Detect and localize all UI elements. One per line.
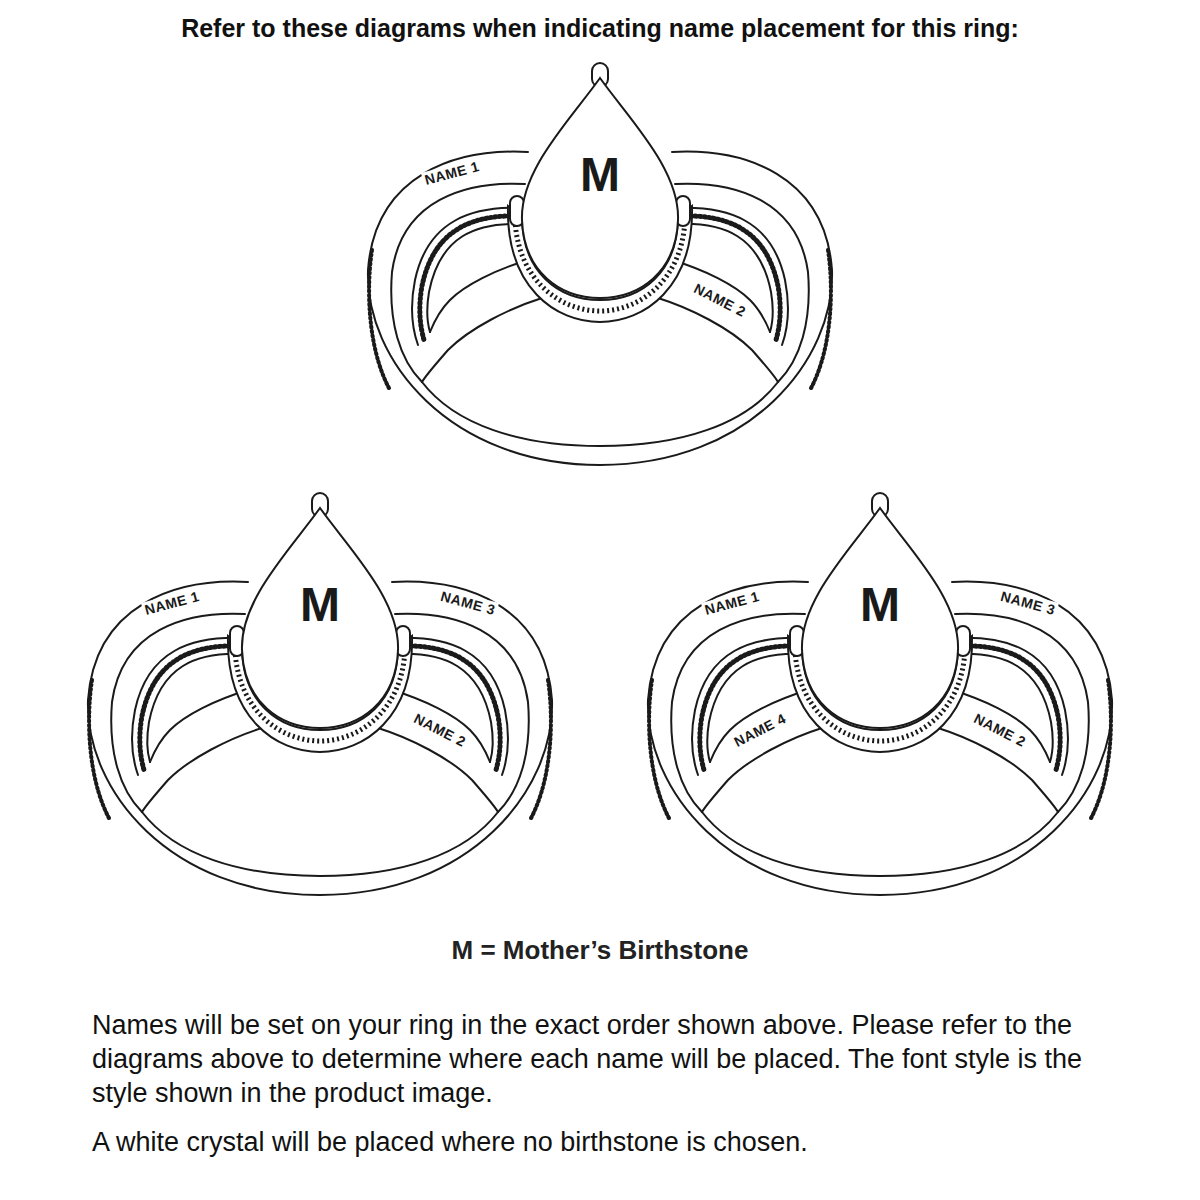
key-text: M = Mother’s Birthstone [0,935,1200,966]
name-position-label: NAME 1 [701,588,763,619]
name-position-label: NAME 1 [141,588,203,619]
stone-letter: M [860,579,900,631]
stone-letter: M [300,579,340,631]
birthstone: M [237,502,403,734]
ring-figure: MNAME 1NAME 3NAME 4NAME 2 [640,490,1120,900]
birthstone: M [797,502,963,734]
name-position-label: NAME 3 [437,588,499,619]
ring-figure: MNAME 1NAME 3NAME 2 [80,490,560,900]
ring-figure: MNAME 1NAME 2 [360,60,840,470]
title-text: Refer to these diagrams when indicating … [0,14,1200,43]
note-paragraph: A white crystal will be placed where no … [92,1125,1122,1159]
birthstone: M [517,72,683,304]
stone-letter: M [580,149,620,201]
name-position-label: NAME 3 [997,588,1059,619]
name-position-label: NAME 1 [421,158,483,189]
note-paragraph: Names will be set on your ring in the ex… [92,1008,1122,1110]
